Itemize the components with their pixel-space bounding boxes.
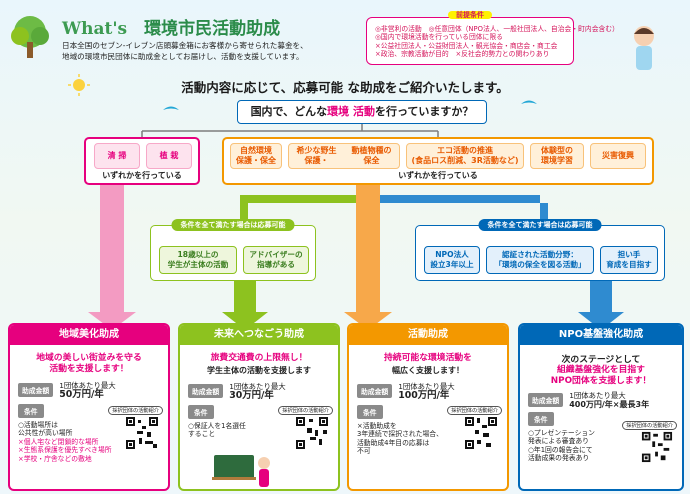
condition-label: 条件	[18, 404, 44, 418]
condition-list: ○プレゼンテーション 発表による審査あり ○年1回の報告会にて 活動成果の発表あ…	[528, 429, 595, 463]
activity-group-environment: 自然環境 保護・保全 希少な野生 保護・動植物種の 保全 エコ活動の推進 (食品…	[222, 137, 654, 185]
activity-group-cleaning: 清 掃 植 栽 いずれかを行っている	[84, 137, 200, 185]
activity-chip: 植 栽	[146, 143, 192, 169]
condition-chip: 担い手 育成を目指す	[600, 246, 658, 274]
activity-chip: 清 掃	[94, 143, 140, 169]
preconditions-title: 前提条件	[448, 11, 492, 20]
condition-list: ○活動場所は 公共性が高い場所 ×個人宅など閉鎖的な場所 ×生態系保護を優先すべ…	[18, 421, 112, 463]
amount-label: 助成金額	[357, 384, 393, 398]
qr-caption: 採択団体の活動紹介	[447, 406, 502, 415]
activity-chip: 災害復興	[590, 143, 646, 169]
activity-chip: 自然環境 保護・保全	[230, 143, 282, 169]
condition-list: ○保証人を1名選任 すること	[188, 422, 246, 439]
card-title: 未来へつなごう助成	[180, 325, 338, 345]
amount-label: 助成金額	[188, 384, 224, 398]
card-lead: 活動を支援します！	[49, 364, 129, 374]
group-footer: いずれかを行っている	[102, 171, 182, 180]
group-footer: いずれかを行っている	[398, 171, 478, 180]
condition-label: 条件	[188, 405, 214, 419]
condition-chip: NPO法人 設立3年以上	[424, 246, 480, 274]
qr-caption: 採択団体の活動紹介	[622, 421, 677, 430]
bird-icon	[163, 106, 179, 110]
activity-chip: エコ活動の推進 (食品ロス削減、3R活動など)	[406, 143, 524, 169]
qr-code-icon[interactable]	[125, 416, 159, 450]
condition-chip: 認証された活動分野： 「環境の保全を図る活動」	[486, 246, 594, 274]
condition-label: 条件	[528, 412, 554, 426]
qr-code-icon[interactable]	[641, 431, 673, 463]
qr-caption: 採択団体の活動紹介	[278, 406, 333, 415]
card-lead: 次のステージとして	[561, 355, 641, 365]
condition-box-blue: 条件を全て満たす場合は応募可能 NPO法人 設立3年以上 認証された活動分野： …	[415, 219, 665, 281]
sub-question: 国内で、どんな環境 活動を行っていますか？	[237, 100, 487, 124]
activity-chip: 希少な野生 保護・動植物種の 保全	[288, 143, 400, 169]
qr-caption: 採択団体の活動紹介	[108, 406, 163, 415]
sun-icon	[68, 74, 90, 96]
grant-card-future: 未来へつなごう助成 旅費交通費の上限無し！ 学生主体の活動を支援します 助成金額…	[178, 323, 340, 491]
card-title: 活動助成	[349, 325, 507, 345]
card-lead: 学生主体の活動を支援します	[207, 366, 311, 375]
qr-code-icon[interactable]	[464, 416, 498, 450]
preconditions-box: 前提条件 ◎非営利の活動 ◎任意団体（NPO法人、一般社団法人、自治会・町内会含…	[366, 11, 619, 65]
amount-value: 400万円/年×最長3年	[569, 400, 650, 409]
bird-icon	[521, 100, 537, 104]
card-lead: 組織基盤強化を目指す NPO団体を支援します！	[550, 365, 652, 386]
page-title: What's 環境市民活動助成	[62, 19, 281, 39]
main-question: 活動内容に応じて、応募可能 な助成をご紹介いたします。	[181, 80, 509, 95]
card-lead: 旅費交通費の上限無し！	[210, 353, 308, 363]
amount-value: 30万円/年	[229, 390, 274, 401]
tree-logo-icon	[11, 16, 49, 58]
qr-code-icon[interactable]	[295, 416, 329, 450]
card-lead: 地域の美しい街並みを守る	[36, 353, 142, 363]
condition-head: 条件を全て満たす場合は応募可能	[171, 219, 295, 231]
child-illustration-icon	[634, 26, 654, 70]
amount-label: 助成金額	[528, 393, 564, 407]
card-title: 地域美化助成	[10, 325, 168, 345]
card-lead: 持続可能な環境活動を	[384, 353, 472, 363]
amount-value: 50万円/年	[59, 389, 104, 400]
classroom-illustration-icon	[212, 455, 270, 487]
condition-head: 条件を全て満たす場合は応募可能	[478, 219, 602, 231]
card-title: NPO基盤強化助成	[520, 325, 682, 345]
card-lead: 幅広く支援します！	[392, 366, 464, 375]
condition-list: ×活動助成を 3年連続で採択された場合、 活動助成4年目の応募は 不可	[357, 422, 443, 456]
condition-chip: 18歳以上の 学生が主体の活動	[159, 246, 237, 274]
grant-card-npo: NPO基盤強化助成 次のステージとして 組織基盤強化を目指す NPO団体を支援し…	[518, 323, 684, 491]
condition-chip: アドバイザーの 指導がある	[243, 246, 309, 274]
activity-chip: 体験型の 環境学習	[530, 143, 584, 169]
condition-label: 条件	[357, 405, 383, 419]
amount-value: 100万円/年	[398, 390, 450, 401]
intro-text: 日本全国のセブン‐イレブン店頭募金箱にお客様から寄せられた募金を、地域の環境市民…	[62, 41, 308, 61]
amount-label: 助成金額	[18, 383, 54, 397]
condition-box-green: 条件を全て満たす場合は応募可能 18歳以上の 学生が主体の活動 アドバイザーの …	[150, 219, 316, 281]
